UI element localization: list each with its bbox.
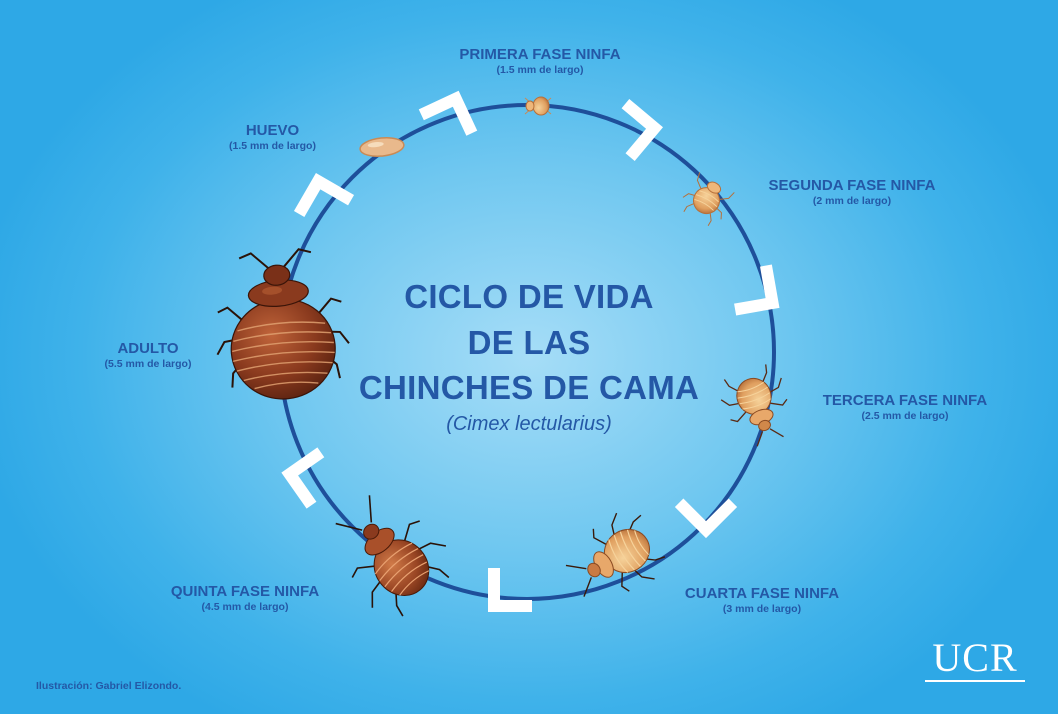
stage-label-cuarta: CUARTA FASE NINFA (3 mm de largo) [652,585,872,616]
illustration-credit: Ilustración: Gabriel Elizondo. [36,680,182,692]
stage-name: PRIMERA FASE NINFA [459,46,621,63]
stage-name: TERCERA FASE NINFA [822,392,988,409]
cycle-arrow-icon [674,498,738,539]
stage-name: ADULTO [117,340,179,357]
cycle-arrow-icon [418,90,478,136]
stage-size: (4.5 mm de largo) [201,601,289,613]
title-line-1: CICLO DE VIDA [404,278,654,315]
bed-bug-nymph-icon [565,512,666,597]
stage-size: (1.5 mm de largo) [229,140,316,152]
title-line-3: CHINCHES DE CAMA [358,369,700,406]
scientific-name: (Cimex lectularius) [446,413,612,435]
stage-label-tercera: TERCERA FASE NINFA (2.5 mm de largo) [795,392,1015,423]
stage-name: QUINTA FASE NINFA [170,583,320,600]
bed-bug-nymph-icon [720,364,788,447]
logo-underline [925,680,1025,682]
stage-label-quinta: QUINTA FASE NINFA (4.5 mm de largo) [135,583,355,614]
cycle-arrow-icon [488,568,532,612]
stage-size: (1.5 mm de largo) [496,64,584,76]
bed-bug-nymph-icon [682,172,735,227]
stage-size: (5.5 mm de largo) [104,358,192,370]
stage-size: (3 mm de largo) [722,603,802,615]
stage-name: CUARTA FASE NINFA [684,585,840,602]
stage-label-adulto: ADULTO (5.5 mm de largo) [78,340,218,371]
ucr-logo: UCR [925,635,1025,682]
bed-bug-nymph-icon [524,96,552,116]
title-line-2: DE LAS [467,324,591,361]
stage-name: HUEVO [245,122,300,139]
cycle-arrow-icon [621,99,663,161]
bed-bug-egg-icon [359,137,405,157]
stage-label-primera: PRIMERA FASE NINFA (1.5 mm de largo) [430,46,650,77]
cycle-arrow-icon [734,264,780,316]
stage-label-segunda: SEGUNDA FASE NINFA (2 mm de largo) [742,177,962,208]
stage-size: (2 mm de largo) [812,195,892,207]
bed-bug-nymph-icon [335,495,450,617]
stage-name: SEGUNDA FASE NINFA [768,177,936,194]
cycle-arrow-icon [293,172,355,218]
stage-label-huevo: HUEVO (1.5 mm de largo) [200,122,345,153]
cycle-arrow-icon [281,447,325,509]
bed-bug-adult-icon [216,248,350,400]
ucr-logo-text: UCR [932,635,1018,680]
stage-size: (2.5 mm de largo) [861,410,949,422]
